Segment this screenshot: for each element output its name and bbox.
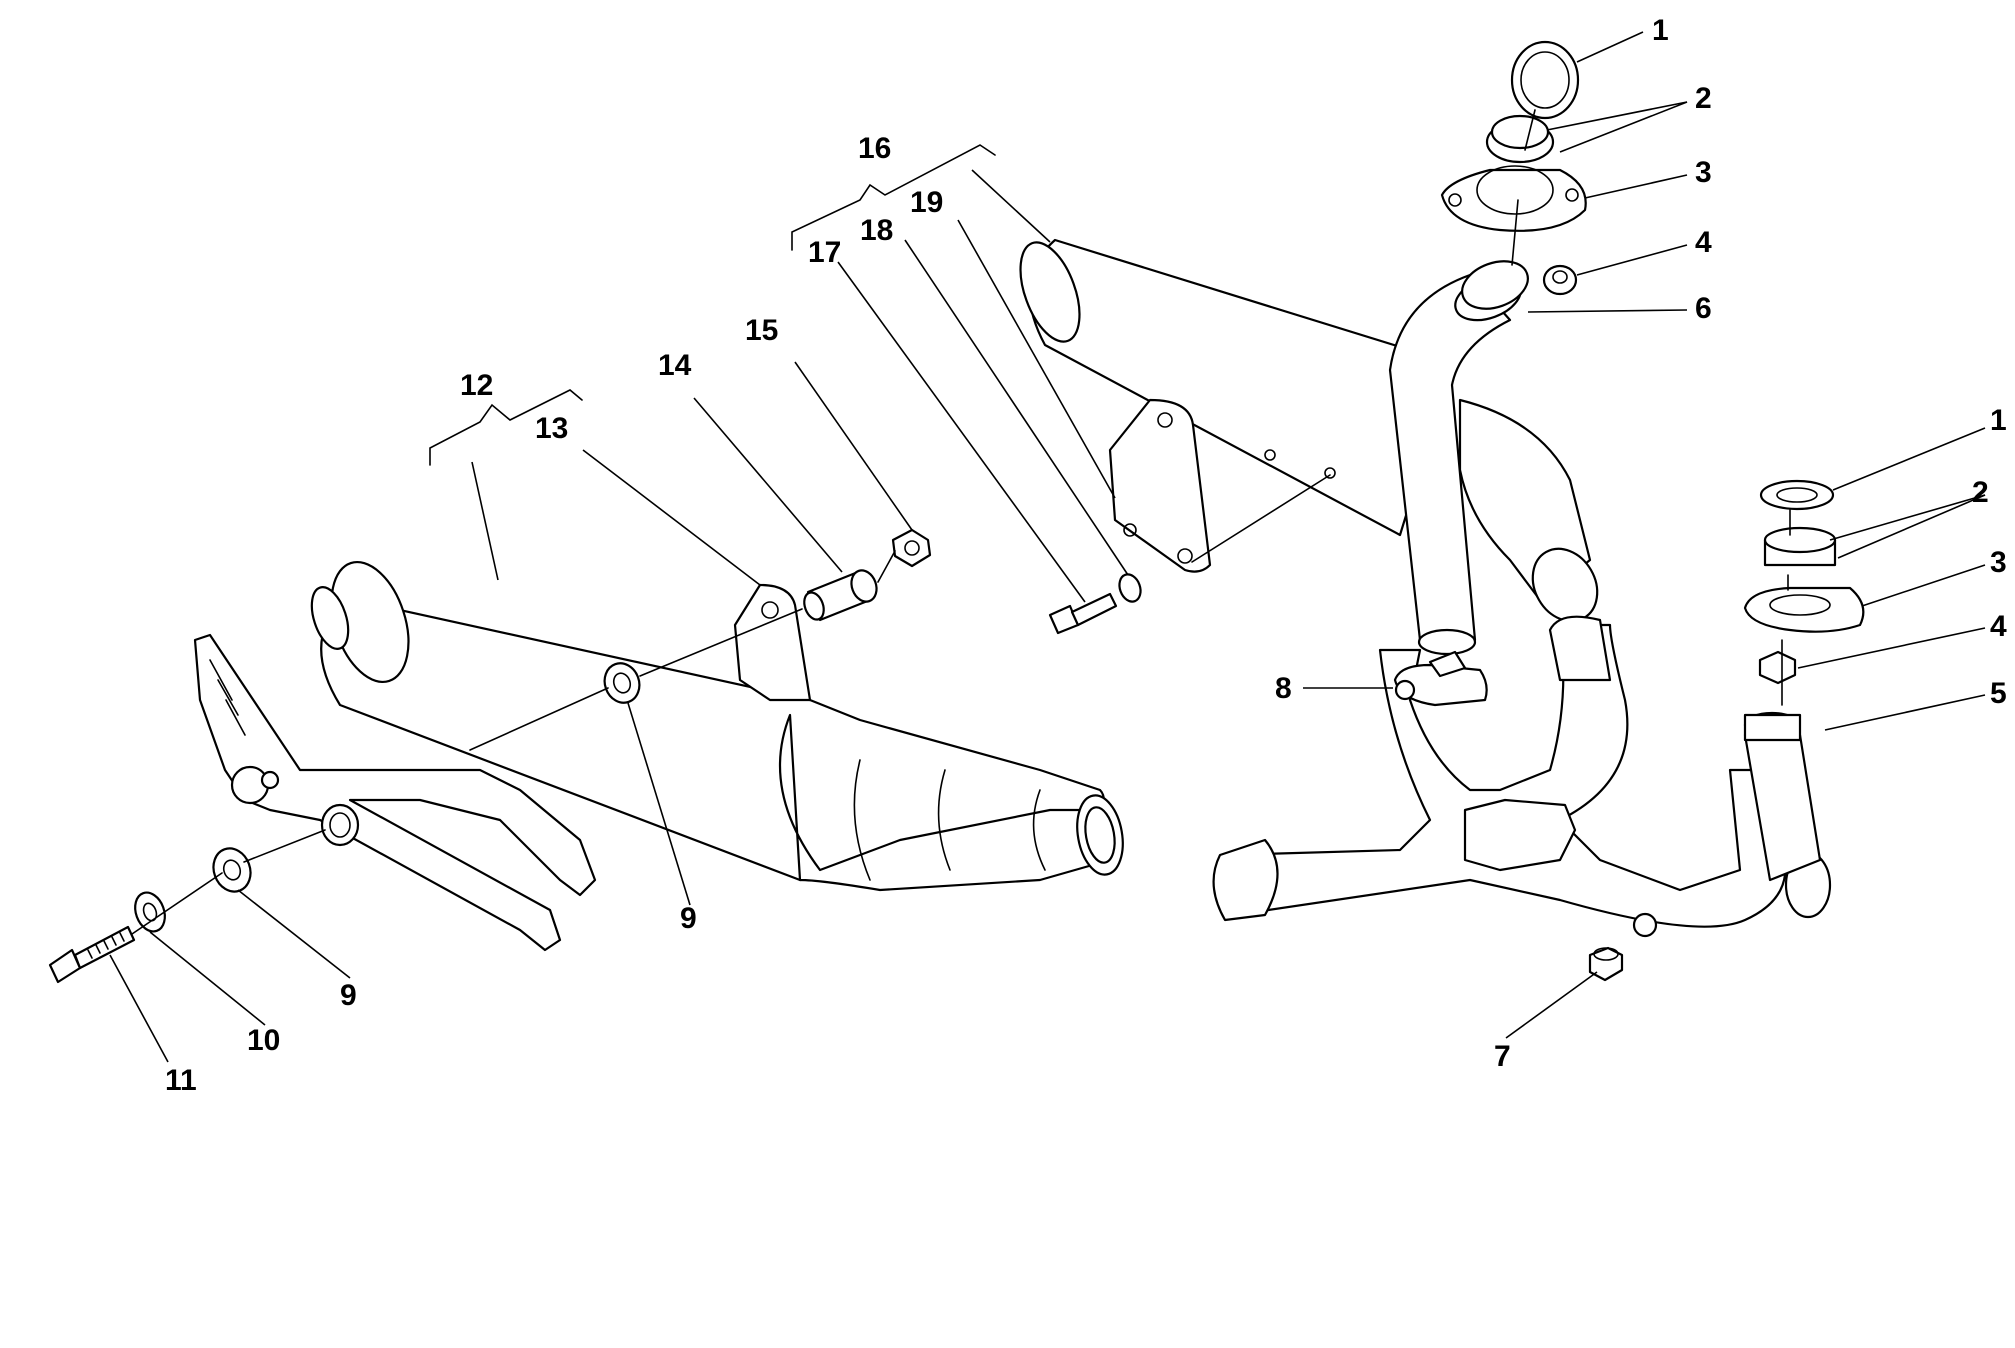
right-muffler <box>1019 238 1422 537</box>
callout-9-upper: 9 <box>680 902 697 935</box>
callout-17: 17 <box>808 236 841 269</box>
axis-line-left-lower <box>131 829 326 935</box>
callout-14: 14 <box>658 349 692 382</box>
header-pipe-front <box>1388 260 1529 656</box>
footrest-bracket <box>193 633 597 952</box>
axis-line-left-upper <box>469 550 896 751</box>
callout-10: 10 <box>247 1024 280 1057</box>
washer-18 <box>1118 573 1142 603</box>
callout-4-lower: 4 <box>1990 610 2007 643</box>
axis-line-right <box>1191 474 1331 563</box>
rear-header-pipe <box>1743 711 1822 882</box>
callout-1-upper: 1 <box>1652 14 1669 47</box>
callout-2-lower: 2 <box>1972 476 1989 509</box>
nut-15 <box>891 528 932 568</box>
plug-on-pipe <box>1632 912 1658 938</box>
flange-3-upper <box>1440 165 1587 232</box>
callout-3-lower: 3 <box>1990 546 2007 579</box>
clamp-8 <box>1393 650 1488 707</box>
bolt-11 <box>48 925 136 984</box>
group-bracket-16 <box>791 144 996 251</box>
callout-7: 7 <box>1494 1040 1511 1073</box>
callout-2-upper: 2 <box>1695 82 1712 115</box>
gasket-1-upper <box>1510 40 1580 120</box>
callout-15: 15 <box>745 314 778 347</box>
callout-3-upper: 3 <box>1695 156 1712 189</box>
callout-9-lower: 9 <box>340 979 357 1012</box>
ring-2-lower <box>1763 526 1837 567</box>
callout-19: 19 <box>910 186 943 219</box>
nut-4-upper <box>1542 264 1578 296</box>
leader-lines <box>109 31 1986 1063</box>
right-mounting-bracket <box>1108 398 1212 573</box>
flange-3-lower <box>1743 586 1865 633</box>
callout-12: 12 <box>460 369 493 402</box>
callout-13: 13 <box>535 412 568 445</box>
left-mounting-bracket <box>733 583 812 702</box>
gasket-1-lower <box>1759 479 1835 511</box>
callout-11: 11 <box>165 1064 197 1097</box>
callout-1-lower: 1 <box>1990 404 2007 437</box>
callout-18: 18 <box>860 214 893 247</box>
nut-4-lower <box>1758 650 1797 685</box>
axis-line-lower-stack <box>1781 509 1791 706</box>
spacer-14 <box>803 569 878 622</box>
callout-6: 6 <box>1695 292 1712 325</box>
group-bracket-12 <box>429 389 583 466</box>
callout-5: 5 <box>1990 677 2007 710</box>
header-pipe-rear-stub <box>1458 398 1599 623</box>
callout-4-upper: 4 <box>1695 226 1712 259</box>
axis-line-upper-stack <box>1511 109 1536 266</box>
bolt-17 <box>1048 592 1118 635</box>
collector-pipe <box>1212 615 1832 928</box>
ring-2-upper <box>1485 114 1555 164</box>
callout-16: 16 <box>858 132 891 165</box>
callout-labels: 1 2 3 4 6 1 2 3 4 5 7 8 9 9 10 11 12 13 … <box>165 14 2007 1097</box>
left-muffler <box>310 560 1124 892</box>
plug-7 <box>1588 946 1624 982</box>
grommet-9-lower <box>212 847 252 893</box>
washer-10 <box>134 891 166 933</box>
callout-8: 8 <box>1275 672 1292 705</box>
